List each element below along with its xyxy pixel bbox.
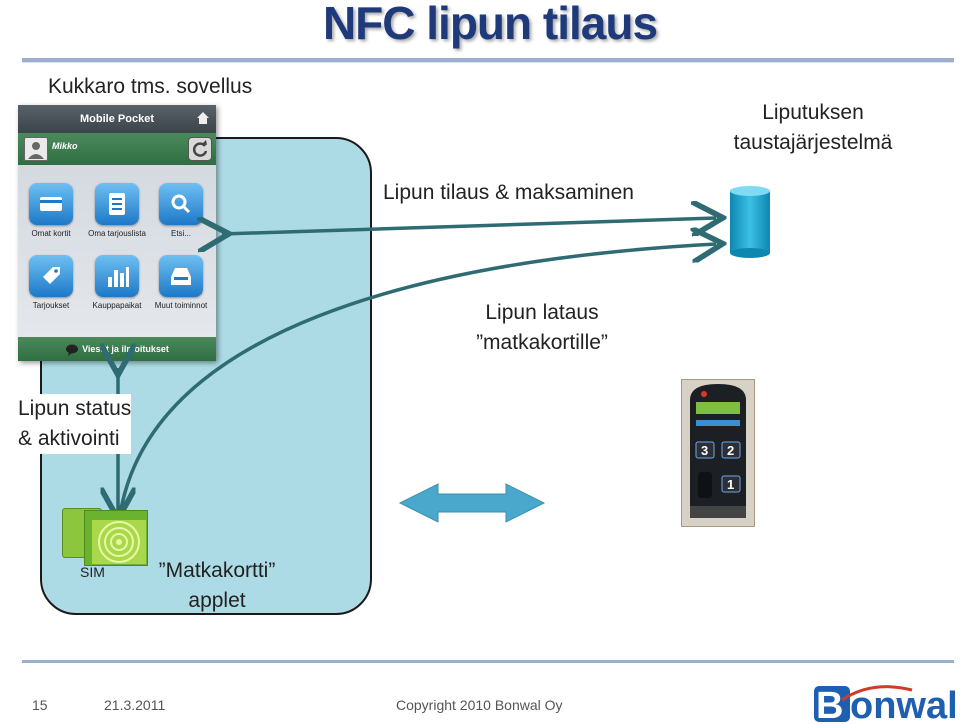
applet-icon bbox=[92, 520, 146, 564]
page-title: NFC lipun tilaus bbox=[322, 0, 658, 49]
title-divider bbox=[22, 58, 954, 62]
svg-text:B: B bbox=[816, 685, 843, 724]
status-label-line1: Lipun status bbox=[18, 397, 132, 420]
ticket-download-arrow bbox=[120, 244, 716, 515]
home-icon bbox=[197, 112, 209, 124]
applet-label-line1: ”Matkakortti” bbox=[158, 559, 276, 582]
refresh-button[interactable] bbox=[188, 137, 212, 161]
app-user-bar: Mikko bbox=[18, 133, 216, 165]
app-user-name: Mikko bbox=[52, 141, 78, 151]
card-reader-device bbox=[690, 384, 746, 518]
download-label-line1: Lipun lataus bbox=[485, 301, 599, 324]
reader-key-1: 1 bbox=[727, 477, 735, 492]
reader-key-2: 2 bbox=[727, 443, 735, 458]
sim-label: SIM bbox=[80, 564, 105, 580]
avatar bbox=[24, 137, 48, 161]
download-label: Lipun lataus ”matkakortille” bbox=[462, 298, 622, 358]
tag-icon bbox=[43, 267, 60, 284]
person-icon bbox=[28, 142, 44, 159]
order-label: Lipun tilaus & maksaminen bbox=[383, 181, 634, 204]
tile-omat-kortit[interactable] bbox=[29, 183, 73, 225]
svg-text:onwal: onwal bbox=[850, 685, 958, 724]
title-divider-highlight bbox=[22, 62, 954, 63]
backend-label-line2: taustajärjestelmä bbox=[733, 131, 893, 154]
applet-label-line2: applet bbox=[188, 589, 246, 612]
wallet-label: Kukkaro tms. sovellus bbox=[48, 75, 253, 98]
refresh-icon bbox=[192, 140, 208, 157]
footer-date: 21.3.2011 bbox=[104, 697, 166, 713]
tile-oma-tarjouslista[interactable] bbox=[95, 183, 139, 225]
footer-divider bbox=[22, 660, 954, 663]
backend-label-line1: Liputuksen bbox=[762, 101, 864, 124]
app-header: Mobile Pocket bbox=[18, 105, 216, 133]
bonwal-logo: B onwal bbox=[814, 685, 958, 724]
chat-bubble-icon bbox=[66, 344, 79, 356]
download-label-line2: ”matkakortille” bbox=[476, 331, 608, 354]
search-icon bbox=[171, 194, 191, 214]
page-number: 15 bbox=[32, 697, 48, 713]
tile-label: Omat kortit bbox=[31, 229, 71, 238]
reader-key-3: 3 bbox=[701, 443, 709, 458]
nfc-exchange-arrow bbox=[398, 483, 546, 523]
card-icon bbox=[40, 197, 62, 211]
database-icon bbox=[730, 186, 770, 258]
footer-copyright: Copyright 2010 Bonwal Oy bbox=[396, 697, 563, 713]
tile-label: Tarjoukset bbox=[32, 301, 70, 310]
tile-tarjoukset[interactable] bbox=[29, 255, 73, 297]
list-icon bbox=[109, 193, 125, 215]
applet-label: ”Matkakortti” applet bbox=[146, 556, 288, 616]
tile-etsi[interactable] bbox=[159, 183, 203, 225]
status-label-line2: & aktivointi bbox=[18, 427, 120, 450]
card-reader-photo: 3 2 1 bbox=[681, 379, 755, 527]
order-payment-arrow bbox=[222, 218, 716, 234]
backend-label: Liputuksen taustajärjestelmä bbox=[700, 98, 926, 158]
status-label: Lipun status & aktivointi bbox=[18, 394, 132, 454]
